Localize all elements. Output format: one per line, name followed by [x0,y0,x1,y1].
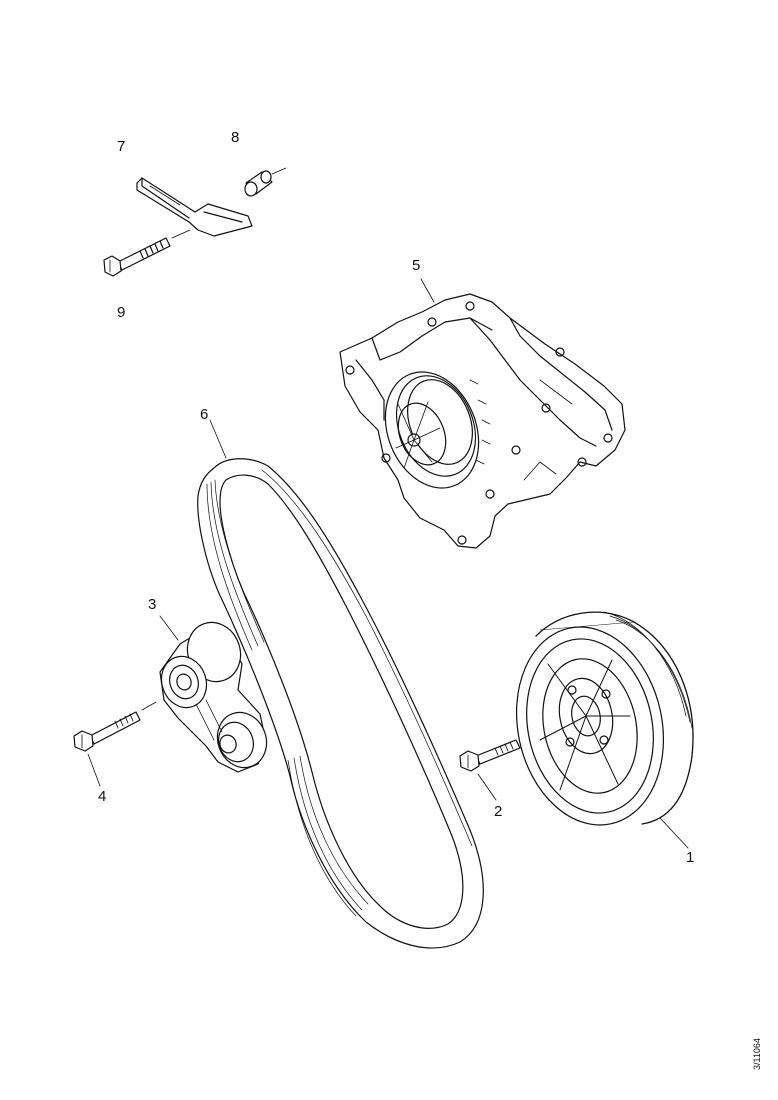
callout-8: 8 [231,129,240,146]
belt-tensioner-part [159,615,268,773]
tensioner-bolt-part [73,701,157,787]
callout-1: 1 [686,849,695,866]
water-pump-cover-part [339,278,626,549]
callout-5: 5 [412,257,421,274]
spacer-sleeve-part [244,167,287,197]
drawing-reference-number: 3/11064 [752,1038,762,1070]
callout-2: 2 [494,803,503,820]
callout-3: 3 [148,596,157,613]
callout-9: 9 [117,304,126,321]
drive-belt-part [197,419,484,949]
callout-6: 6 [200,406,209,423]
callout-4: 4 [98,788,107,805]
crankshaft-pulley-part [515,611,694,849]
callout-7: 7 [117,138,126,155]
bracket-part [136,177,253,237]
bracket-bolt-part [103,229,191,277]
